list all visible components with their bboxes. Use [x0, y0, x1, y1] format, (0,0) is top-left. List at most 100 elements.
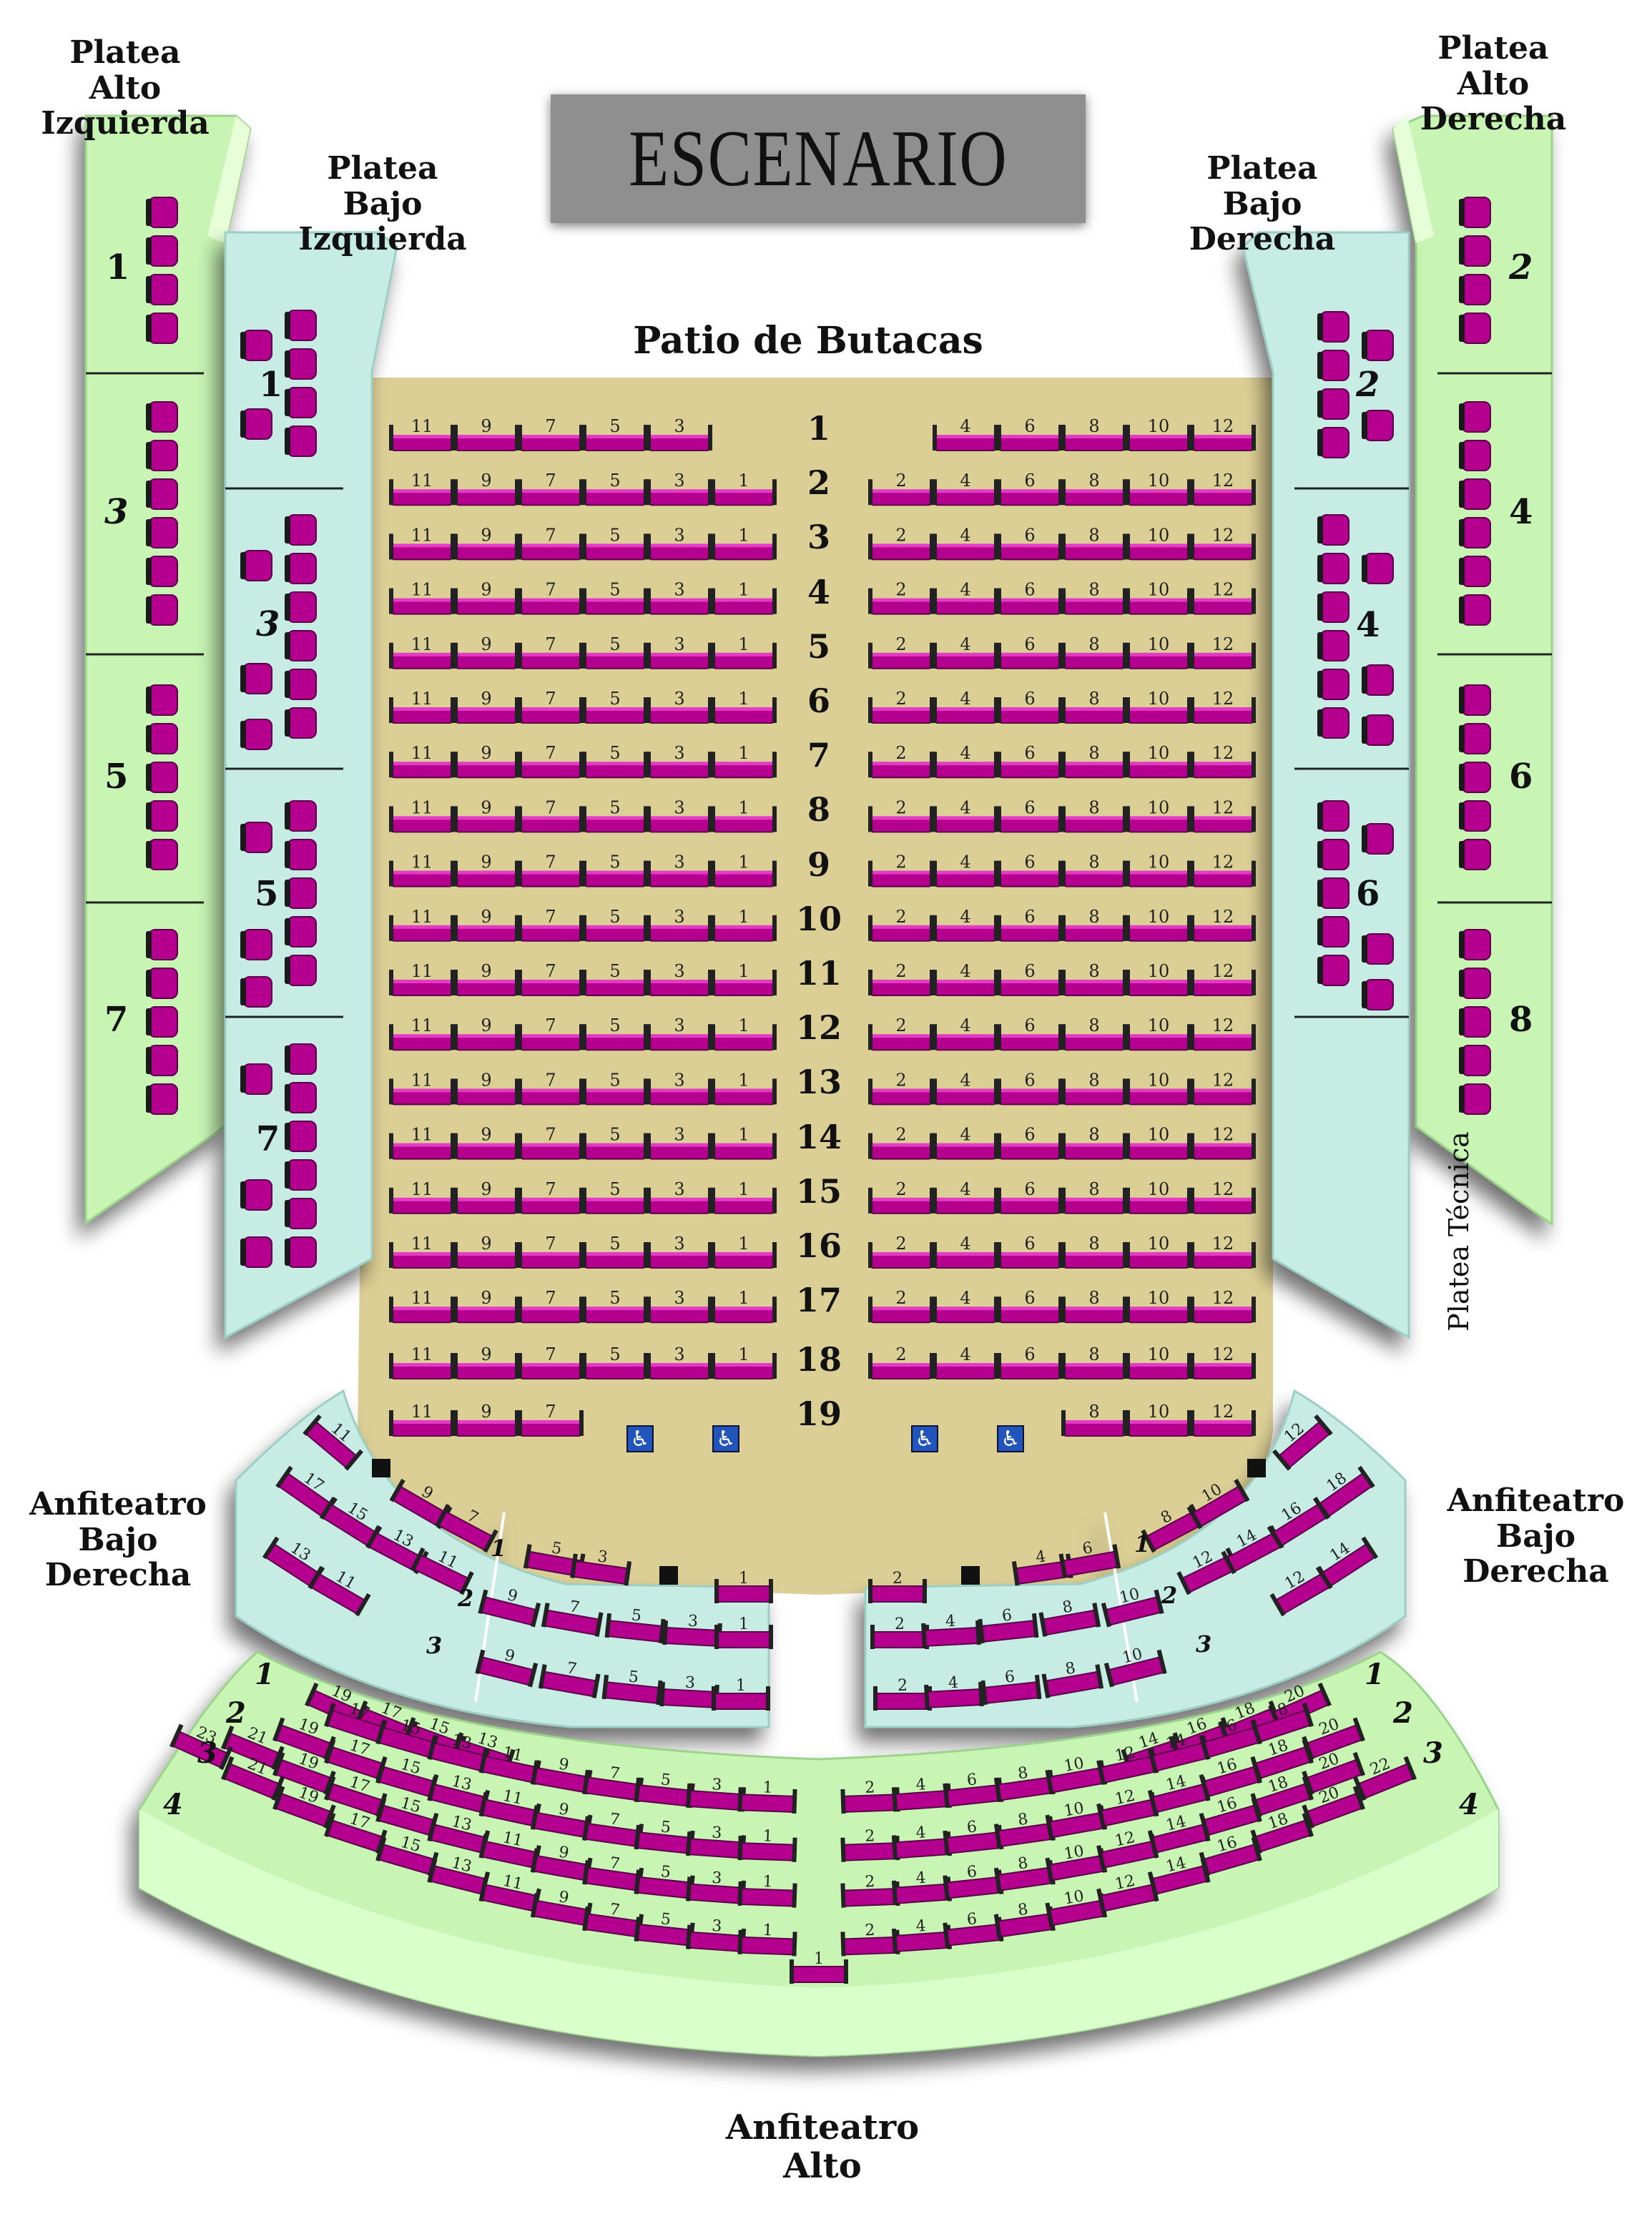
alto-der-box8-seat-4[interactable] — [1459, 1045, 1491, 1076]
alto-der-box8-seat-2[interactable] — [1459, 968, 1491, 999]
patio-r7-seat-1[interactable]: 1 — [711, 743, 777, 779]
patio-r4-seat-12[interactable]: 12 — [1190, 580, 1256, 615]
bajo-der-box2-inner-seat-2[interactable] — [1317, 350, 1349, 381]
patio-r9-seat-9[interactable]: 9 — [453, 852, 519, 887]
patio-r14-seat-6[interactable]: 6 — [997, 1125, 1063, 1160]
patio-r19-seat-10[interactable]: 10 — [1126, 1402, 1191, 1437]
patio-r9-seat-7[interactable]: 7 — [518, 852, 584, 887]
patio-r16-seat-6[interactable]: 6 — [997, 1234, 1063, 1269]
alto-izq-box1-seat-1[interactable] — [146, 197, 178, 228]
patio-r13-seat-9[interactable]: 9 — [453, 1070, 519, 1106]
bajo-izq-box5-inner-seat-4[interactable] — [285, 916, 317, 948]
anfi-alto-row5-seat-16[interactable]: 16 — [1196, 1828, 1262, 1877]
patio-r16-seat-12[interactable]: 12 — [1190, 1234, 1256, 1269]
patio-r12-seat-6[interactable]: 6 — [997, 1015, 1063, 1051]
bajo-izq-box5-outer-c-seat-1[interactable] — [240, 976, 272, 1008]
patio-r5-seat-11[interactable]: 11 — [389, 634, 455, 669]
patio-r13-seat-3[interactable]: 3 — [646, 1070, 712, 1106]
bajo-der-box2-inner-seat-4[interactable] — [1317, 427, 1349, 458]
anfi-bajo-izq-inner-r3-seat-9[interactable]: 9 — [475, 1640, 540, 1688]
wheelchair-space-4[interactable]: ♿ — [997, 1425, 1024, 1452]
anfi-alto-row2-seat-10[interactable]: 10 — [1043, 1751, 1108, 1795]
patio-r2-seat-8[interactable]: 8 — [1061, 471, 1127, 506]
alto-der-box2-seat-3[interactable] — [1459, 274, 1491, 305]
patio-r12-seat-8[interactable]: 8 — [1061, 1015, 1127, 1051]
bajo-izq-box5-outer-b-seat-1[interactable] — [240, 929, 272, 960]
patio-r10-seat-11[interactable]: 11 — [389, 907, 455, 942]
patio-r5-seat-7[interactable]: 7 — [518, 634, 584, 669]
patio-r5-seat-12[interactable]: 12 — [1190, 634, 1256, 669]
alto-izq-box5-seat-3[interactable] — [146, 762, 178, 793]
patio-r1-seat-11[interactable]: 11 — [389, 416, 455, 451]
patio-r14-seat-10[interactable]: 10 — [1126, 1125, 1191, 1160]
anfi-bajo-izq-inner-r3-seat-7[interactable]: 7 — [538, 1655, 602, 1698]
alto-der-box6-seat-2[interactable] — [1459, 723, 1491, 754]
anfi-bajo-izq-inner-r2-seat-9[interactable]: 9 — [478, 1580, 543, 1628]
patio-r3-seat-8[interactable]: 8 — [1061, 525, 1127, 561]
patio-r1-seat-5[interactable]: 5 — [582, 416, 648, 451]
patio-r6-seat-11[interactable]: 11 — [389, 689, 455, 724]
patio-r14-seat-9[interactable]: 9 — [453, 1125, 519, 1160]
patio-r10-seat-6[interactable]: 6 — [997, 907, 1063, 942]
bajo-izq-box3-inner-seat-2[interactable] — [285, 553, 317, 584]
patio-r7-seat-9[interactable]: 9 — [453, 743, 519, 779]
patio-r9-seat-3[interactable]: 3 — [646, 852, 712, 887]
patio-r17-seat-6[interactable]: 6 — [997, 1288, 1063, 1324]
patio-r9-seat-2[interactable]: 2 — [868, 852, 934, 887]
patio-r1-seat-12[interactable]: 12 — [1190, 416, 1256, 451]
patio-r3-seat-6[interactable]: 6 — [997, 525, 1063, 561]
alto-der-box4-seat-5[interactable] — [1459, 556, 1491, 587]
patio-r6-seat-6[interactable]: 6 — [997, 689, 1063, 724]
patio-r3-seat-10[interactable]: 10 — [1126, 525, 1191, 561]
anfi-alto-row3-seat-1[interactable]: 1 — [737, 1826, 797, 1862]
patio-r13-seat-2[interactable]: 2 — [868, 1070, 934, 1106]
patio-r2-seat-5[interactable]: 5 — [582, 471, 648, 506]
patio-r15-seat-6[interactable]: 6 — [997, 1179, 1063, 1214]
bajo-der-box4-inner-seat-1[interactable] — [1317, 514, 1349, 546]
patio-r12-seat-1[interactable]: 1 — [711, 1015, 777, 1051]
alto-izq-box3-seat-2[interactable] — [146, 440, 178, 471]
patio-r10-seat-4[interactable]: 4 — [933, 907, 998, 942]
alto-der-box6-seat-3[interactable] — [1459, 762, 1491, 793]
patio-r19-seat-9[interactable]: 9 — [453, 1402, 519, 1437]
patio-r10-seat-1[interactable]: 1 — [711, 907, 777, 942]
bajo-izq-box1-outer-b-seat-1[interactable] — [240, 408, 272, 440]
bajo-izq-box3-inner-seat-3[interactable] — [285, 591, 317, 623]
wheelchair-space-2[interactable]: ♿ — [712, 1425, 739, 1452]
patio-r3-seat-3[interactable]: 3 — [646, 525, 712, 561]
patio-r4-seat-4[interactable]: 4 — [933, 580, 998, 615]
bajo-izq-box1-inner-seat-1[interactable] — [285, 310, 317, 341]
alto-izq-box3-seat-3[interactable] — [146, 478, 178, 510]
alto-izq-box5-seat-1[interactable] — [146, 684, 178, 716]
patio-r11-seat-6[interactable]: 6 — [997, 961, 1063, 996]
alto-der-box8-seat-3[interactable] — [1459, 1006, 1491, 1038]
bajo-izq-box7-inner-seat-5[interactable] — [285, 1198, 317, 1229]
patio-r2-seat-7[interactable]: 7 — [518, 471, 584, 506]
anfi-alto-row3-seat-16[interactable]: 16 — [1196, 1750, 1262, 1799]
patio-r7-seat-8[interactable]: 8 — [1061, 743, 1127, 779]
patio-r6-seat-5[interactable]: 5 — [582, 689, 648, 724]
anfi-alto-row2-seat-1[interactable]: 1 — [737, 1778, 797, 1814]
alto-izq-box3-seat-4[interactable] — [146, 517, 178, 548]
patio-r8-seat-1[interactable]: 1 — [711, 797, 777, 833]
patio-r1-seat-10[interactable]: 10 — [1126, 416, 1191, 451]
patio-r4-seat-1[interactable]: 1 — [711, 580, 777, 615]
patio-r16-seat-5[interactable]: 5 — [582, 1234, 648, 1269]
patio-r16-seat-1[interactable]: 1 — [711, 1234, 777, 1269]
bajo-der-box4-outer-a-seat-1[interactable] — [1362, 553, 1394, 584]
alto-der-box6-seat-5[interactable] — [1459, 839, 1491, 870]
patio-r3-seat-12[interactable]: 12 — [1190, 525, 1256, 561]
bajo-izq-box1-inner-seat-2[interactable] — [285, 348, 317, 380]
anfi-bajo-der-inner-r1-seat-4[interactable]: 4 — [1011, 1545, 1073, 1586]
patio-r10-seat-5[interactable]: 5 — [582, 907, 648, 942]
bajo-der-box4-inner-seat-6[interactable] — [1317, 707, 1349, 739]
patio-r5-seat-3[interactable]: 3 — [646, 634, 712, 669]
patio-r5-seat-5[interactable]: 5 — [582, 634, 648, 669]
patio-r7-seat-2[interactable]: 2 — [868, 743, 934, 779]
anfi-alto-center-seat-1[interactable]: 1 — [790, 1950, 848, 1984]
bajo-izq-box3-outer-b-seat-1[interactable] — [240, 663, 272, 694]
anfi-alto-row4-seat-1[interactable]: 1 — [737, 1872, 797, 1908]
anfi-bajo-der-inner-r3-seat-6[interactable]: 6 — [980, 1665, 1042, 1706]
patio-r1-seat-4[interactable]: 4 — [933, 416, 998, 451]
patio-r3-seat-2[interactable]: 2 — [868, 525, 934, 561]
